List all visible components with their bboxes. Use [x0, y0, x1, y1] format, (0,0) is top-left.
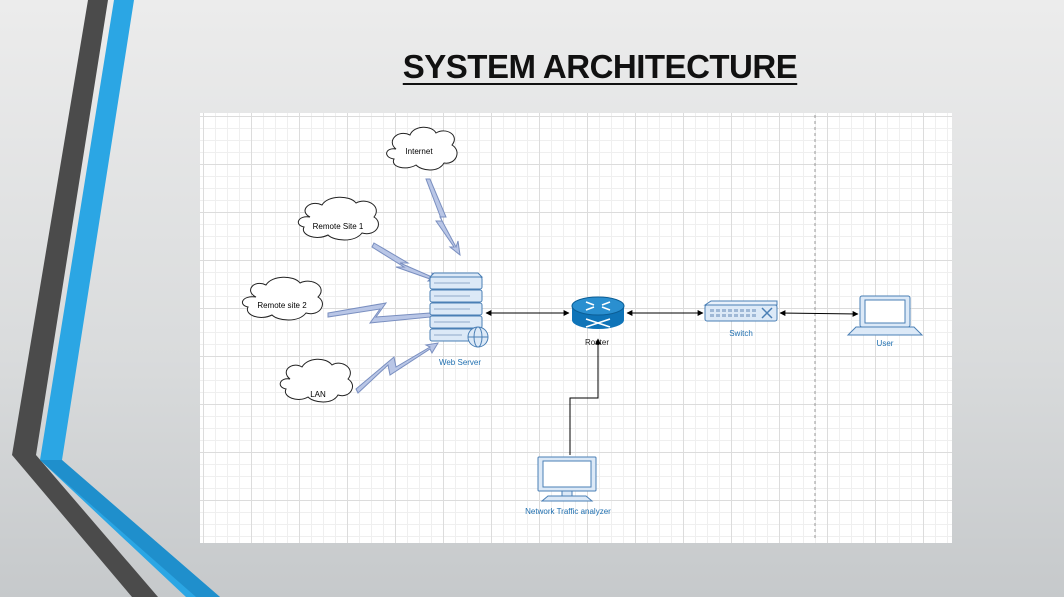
blue-stripe-shade — [40, 460, 220, 597]
user-laptop-icon — [846, 295, 924, 336]
internet-cloud: Internet — [386, 126, 458, 171]
remote-site-2-link-lightning — [327, 302, 439, 324]
network-traffic-analyzer-label: Network Traffic analyzer — [525, 507, 611, 516]
remote-site-1-link-lightning — [371, 242, 442, 282]
dark-stripe — [12, 0, 158, 597]
remote-site-2-cloud: Remote site 2 — [241, 276, 323, 321]
router-icon — [571, 296, 625, 329]
web-server-label: Web Server — [439, 358, 481, 367]
switch-label: Switch — [729, 329, 753, 338]
lan-cloud: LAN — [279, 358, 353, 403]
switch-user-connector — [779, 310, 859, 317]
switch-icon — [703, 300, 778, 322]
internet-label: Internet — [405, 147, 433, 156]
lan-link-lightning — [355, 342, 439, 394]
network-diagram: Internet Remote Site 1 Remote site 2 LAN — [241, 115, 924, 541]
blue-stripe — [40, 0, 220, 597]
slide-title: SYSTEM ARCHITECTURE — [402, 48, 798, 85]
network-traffic-analyzer-icon — [537, 456, 597, 502]
remote-site-1-label: Remote Site 1 — [313, 222, 364, 231]
internet-link-lightning — [425, 178, 461, 257]
user-label: User — [877, 339, 894, 348]
remote-site-1-cloud: Remote Site 1 — [297, 196, 379, 241]
router-label: Router — [585, 338, 609, 347]
web-server-icon — [428, 272, 489, 348]
analyzer-router-connector — [569, 338, 601, 455]
lan-label: LAN — [310, 390, 326, 399]
remote-site-2-label: Remote site 2 — [257, 301, 307, 310]
diagram-panel: Internet Remote Site 1 Remote site 2 LAN — [200, 113, 952, 543]
